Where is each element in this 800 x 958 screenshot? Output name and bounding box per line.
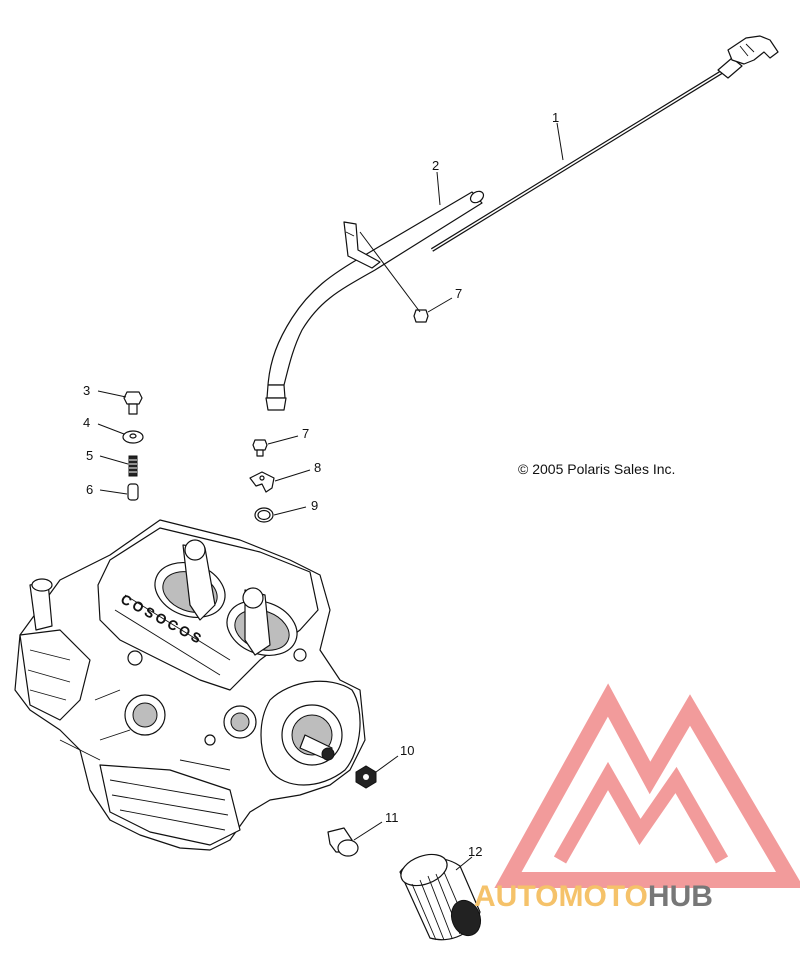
- bracket-part-8: [249, 471, 275, 493]
- pin-part-6: [127, 483, 139, 501]
- callout-5: 5: [86, 448, 93, 463]
- spring-part-5: [128, 455, 138, 477]
- callout-6: 6: [86, 482, 93, 497]
- callouts: 1 2 3 4 5 6 7 7 8 9 10 11 12: [83, 110, 564, 871]
- oil-filter-part-12: [399, 853, 482, 941]
- callout-9: 9: [311, 498, 318, 513]
- watermark-logo: [494, 683, 800, 888]
- callout-11: 11: [385, 810, 399, 825]
- callout-10: 10: [400, 743, 414, 758]
- callout-3: 3: [83, 383, 90, 398]
- dipstick-tube-part: [265, 190, 485, 411]
- bolt-part-7-lower: [252, 439, 268, 457]
- bolt-part-3: [123, 391, 143, 415]
- callout-7-upper: 7: [455, 286, 462, 301]
- engine-crankcase: C O S O C O S: [14, 519, 366, 851]
- callout-7-lower: 7: [302, 426, 309, 441]
- fitting-part-11: [327, 827, 359, 857]
- callout-1: 1: [552, 110, 559, 125]
- nut-part-10: [355, 765, 377, 789]
- callout-4: 4: [83, 415, 90, 430]
- bolt-part-7-upper: [413, 309, 429, 323]
- callout-2: 2: [432, 158, 439, 173]
- callout-12: 12: [468, 844, 482, 859]
- callout-8: 8: [314, 460, 321, 475]
- dipstick-part: [430, 35, 779, 252]
- copyright-text: © 2005 Polaris Sales Inc.: [518, 461, 676, 477]
- washer-part-4: [122, 430, 144, 444]
- oring-part-9: [254, 507, 274, 523]
